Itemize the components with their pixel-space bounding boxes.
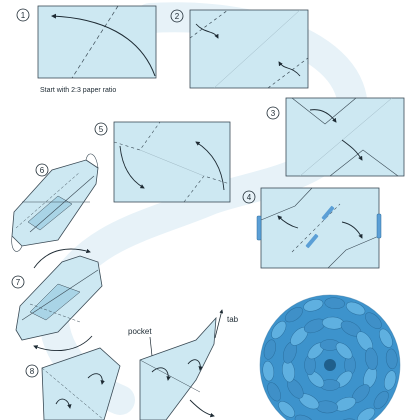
step-7-arrow-bottom [33, 335, 93, 351]
step-6-number-circle [35, 163, 49, 177]
step-6-number: 6 [40, 166, 45, 175]
kusudama-petal [284, 307, 303, 323]
step-8-arrow-down [189, 399, 215, 418]
step-5-paper [113, 121, 231, 203]
start-caption: Start with 2:3 paper ratio [40, 87, 116, 94]
step-3-arrow-bottom [341, 139, 363, 161]
step-7-number: 7 [16, 278, 21, 287]
step-7-number-circle [11, 275, 25, 289]
step-2-paper [189, 9, 309, 89]
kusudama-petal [336, 418, 357, 420]
kusudama-petal [373, 390, 389, 410]
kusudama-petal [324, 297, 345, 309]
step-1-arrow [51, 13, 156, 77]
step-3-number: 3 [271, 109, 276, 118]
step-3: 3 [266, 97, 405, 177]
step-5-arrow-left [119, 145, 145, 189]
kusudama-petal [385, 348, 398, 370]
kusudama-petal [365, 347, 378, 370]
kusudama-petal [271, 320, 287, 340]
step-8: 8 pocket tab [25, 309, 239, 420]
step-4-paper [260, 187, 380, 269]
step-6-tab-top [85, 153, 99, 169]
pocket-pointer [149, 336, 153, 357]
step-7-arrow-top [33, 248, 91, 269]
kusudama-petal [345, 301, 366, 316]
step-3-number-circle [266, 106, 280, 120]
step-4-number-circle [242, 190, 256, 204]
kusudama-petal [335, 342, 353, 360]
step-4: 4 [242, 187, 382, 269]
step-5-number-circle [94, 122, 108, 136]
kusudama-petal [379, 328, 393, 348]
pocket-label: pocket [128, 327, 152, 336]
tab-pointer [214, 309, 224, 339]
step-1-fold-line [71, 5, 119, 79]
step-6: 6 [11, 153, 99, 252]
kusudama-ball [259, 294, 401, 420]
step-3-arrow-top [309, 109, 337, 123]
step-1: 1 Start with 2:3 paper ratio [16, 5, 157, 94]
kusudama-petal [383, 370, 397, 391]
step-4-arrow-right [341, 221, 363, 239]
step-1-number-circle [16, 8, 30, 22]
step-4-clip-left [256, 215, 262, 241]
step-4-number: 4 [247, 193, 252, 202]
step-4-clip-mid-a [321, 205, 335, 221]
step-8-number-circle [25, 364, 39, 378]
step-1-number: 1 [21, 11, 26, 20]
kusudama-petals [262, 297, 398, 420]
step-2-arrow-top [195, 23, 219, 39]
step-5-number: 5 [99, 125, 104, 134]
step-5-arrow-right [195, 141, 225, 191]
kusudama-petal [294, 414, 315, 420]
kusudama-petal [365, 312, 382, 329]
kusudama-petal [267, 382, 281, 402]
step-5: 5 [94, 121, 231, 203]
kusudama-petal [262, 360, 275, 382]
step-7: 7 [11, 248, 103, 351]
step-2-number-circle [170, 9, 184, 23]
tab-label: tab [227, 315, 239, 324]
step-3-paper [285, 97, 405, 177]
step-8-arrow-left [87, 373, 105, 385]
step-8-paper-left [41, 347, 121, 420]
step-8-paper-right [139, 316, 217, 420]
kusudama-petal [278, 401, 295, 418]
step-4-clip-mid-b [305, 233, 319, 249]
step-1-paper [37, 5, 157, 79]
step-2: 2 [170, 9, 309, 89]
kusudama-petal [263, 339, 277, 360]
kusudama-petal [303, 299, 324, 312]
step-2-arrow-bottom [278, 61, 301, 77]
step-2-number: 2 [175, 12, 180, 21]
step-8-number: 8 [30, 367, 35, 376]
step-4-clip-right [376, 213, 382, 239]
step-6-tab-bottom [11, 235, 23, 252]
step-4-arrow-left [277, 215, 299, 229]
